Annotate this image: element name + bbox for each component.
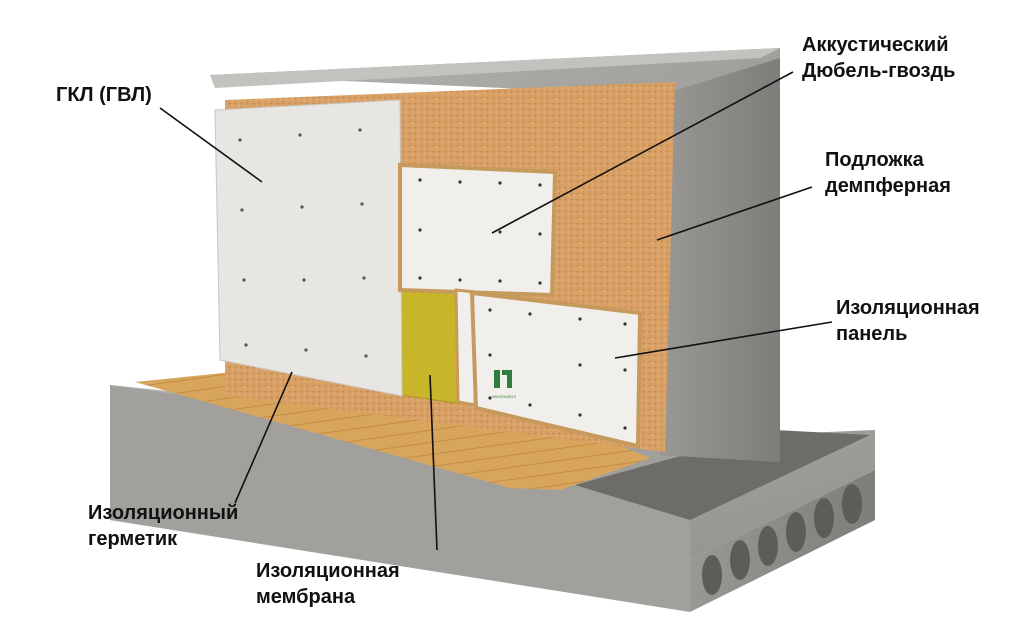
leader-membrane [429, 374, 438, 551]
label-insulation-membrane-line2: мембрана [256, 586, 356, 608]
label-damper-underlay-line2: демпферная [825, 175, 951, 197]
label-insulation-panel: Изоляционная панель [836, 295, 980, 347]
leader-dowel [491, 71, 794, 234]
label-insulation-membrane: Изоляционная мембрана [256, 558, 400, 610]
brand-logo-text: ЗВУКОИЗОЛ [492, 394, 516, 399]
label-damper-underlay-line1: Подложка [825, 149, 924, 171]
label-acoustic-dowel-line1: Аккустический [802, 34, 949, 56]
insulation-panel-lower: ЗВУКОИЗОЛ [469, 290, 643, 449]
leader-lines [159, 71, 833, 551]
label-insulation-sealant-line2: герметик [88, 528, 178, 550]
label-acoustic-dowel: Аккустический Дюбель-гвоздь [802, 32, 955, 84]
label-gkl-text: ГКЛ (ГВЛ) [56, 84, 152, 106]
label-insulation-panel-line2: панель [836, 323, 908, 345]
label-insulation-sealant: Изоляционный герметик [88, 500, 238, 552]
label-damper-underlay: Подложка демпферная [825, 147, 951, 199]
gypsum-board [214, 99, 403, 397]
leader-damper [656, 186, 813, 241]
label-gkl: ГКЛ (ГВЛ) [56, 82, 152, 108]
leader-gkl [159, 107, 263, 183]
insulation-panel-top [398, 162, 558, 298]
label-insulation-sealant-line1: Изоляционный [88, 502, 239, 524]
leader-panel [614, 321, 833, 359]
leader-sealant [234, 371, 293, 504]
label-acoustic-dowel-line2: Дюбель-гвоздь [802, 60, 956, 82]
label-insulation-panel-line1: Изоляционная [836, 297, 980, 319]
label-insulation-membrane-line1: Изоляционная [256, 560, 400, 582]
slab-hollows [702, 484, 862, 595]
brand-logo: ЗВУКОИЗОЛ [492, 370, 516, 399]
